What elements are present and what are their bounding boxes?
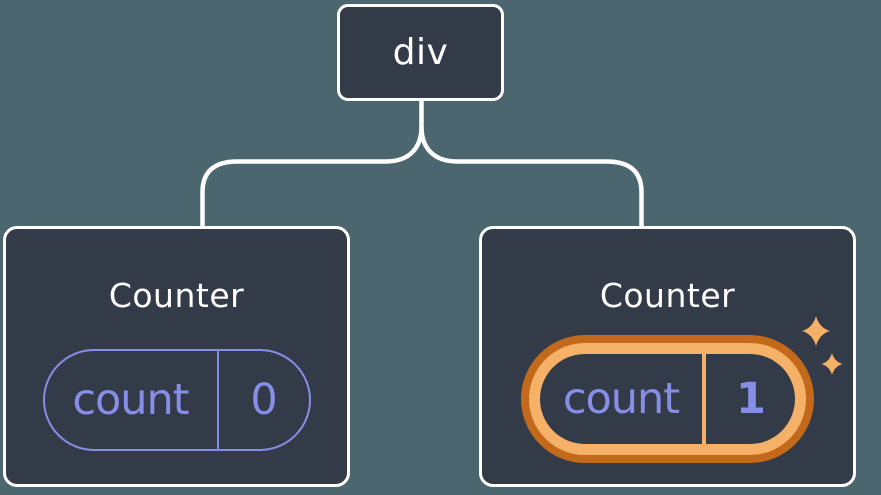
state-key-cell: count <box>540 354 702 444</box>
root-node: div <box>337 4 504 101</box>
state-key-label: count <box>562 373 680 424</box>
component-title: Counter <box>108 276 245 315</box>
state-pill-highlighted: count 1 <box>521 335 814 463</box>
state-key-label: count <box>72 374 189 425</box>
state-key-cell: count <box>45 351 217 449</box>
sparkle-large <box>802 316 830 346</box>
state-pill-inner: count 1 <box>540 354 795 444</box>
pill-divider <box>216 351 219 449</box>
connector-branch-right <box>419 126 644 227</box>
state-pill: count 0 <box>42 349 311 451</box>
root-node-label: div <box>392 32 449 73</box>
state-value: 0 <box>250 374 277 425</box>
component-title: Counter <box>599 276 736 315</box>
state-value-cell: 0 <box>219 351 309 449</box>
pill-divider <box>702 354 706 444</box>
sparkle-small <box>821 353 843 375</box>
connector-branch-left <box>200 126 424 227</box>
sparkles-icon <box>802 316 843 375</box>
state-value-cell: 1 <box>706 354 795 444</box>
counter-card-left: Counter count 0 <box>3 226 350 487</box>
counter-card-right: Counter count 1 <box>479 226 856 487</box>
state-value: 1 <box>736 373 766 424</box>
